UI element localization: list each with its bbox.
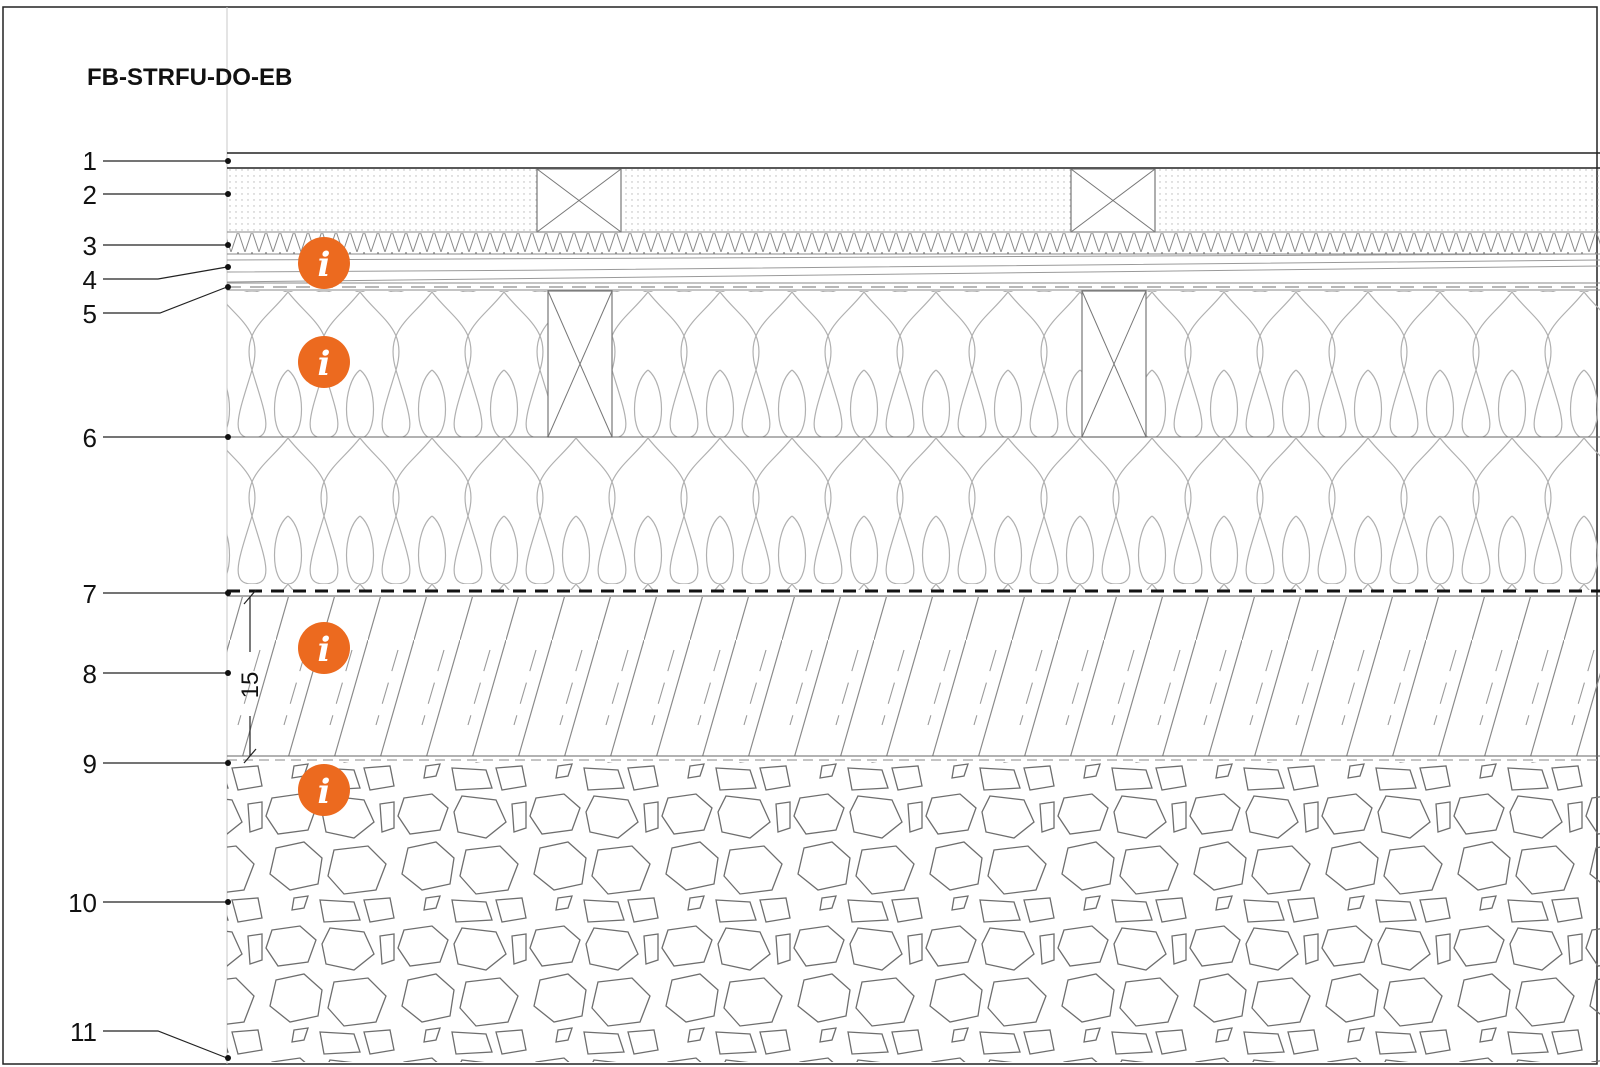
svg-text:i: i: [318, 772, 331, 812]
info-icon[interactable]: i: [298, 764, 350, 816]
leaders: [103, 160, 228, 1059]
layer-7: [227, 589, 1600, 597]
svg-text:i: i: [318, 344, 331, 384]
info-icon[interactable]: i: [298, 336, 350, 388]
info-icon[interactable]: i: [298, 622, 350, 674]
layer-10: [227, 762, 1600, 1062]
callout-10: 10: [68, 888, 97, 918]
layer-6: [227, 290, 1600, 590]
callout-6: 6: [83, 423, 97, 453]
callout-5: 5: [83, 299, 97, 329]
callout-11: 11: [70, 1017, 97, 1047]
layer-1: [227, 152, 1600, 169]
callout-7: 7: [83, 579, 97, 609]
callout-8: 8: [83, 659, 97, 689]
svg-text:i: i: [318, 245, 331, 285]
info-icon[interactable]: i: [298, 237, 350, 289]
layer-5: [227, 286, 1600, 291]
svg-text:i: i: [318, 630, 331, 670]
layer-2: [227, 168, 1600, 233]
callout-3: 3: [83, 231, 97, 261]
layer-8: [227, 597, 1600, 757]
dimension-label: 15: [237, 672, 264, 699]
callout-4: 4: [83, 265, 97, 295]
callout-1: 1: [83, 146, 97, 176]
leader-dots: [225, 158, 231, 1061]
drawing-title: FB-STRFU-DO-EB: [87, 64, 292, 91]
callout-2: 2: [83, 180, 97, 210]
callout-numbers: 1 2 3 4 5 6 7 8 9 10 11: [68, 146, 97, 1047]
layer-4: [226, 253, 1600, 284]
callout-9: 9: [83, 749, 97, 779]
dimension-15: [243, 589, 257, 764]
layer-3: [227, 233, 1600, 255]
